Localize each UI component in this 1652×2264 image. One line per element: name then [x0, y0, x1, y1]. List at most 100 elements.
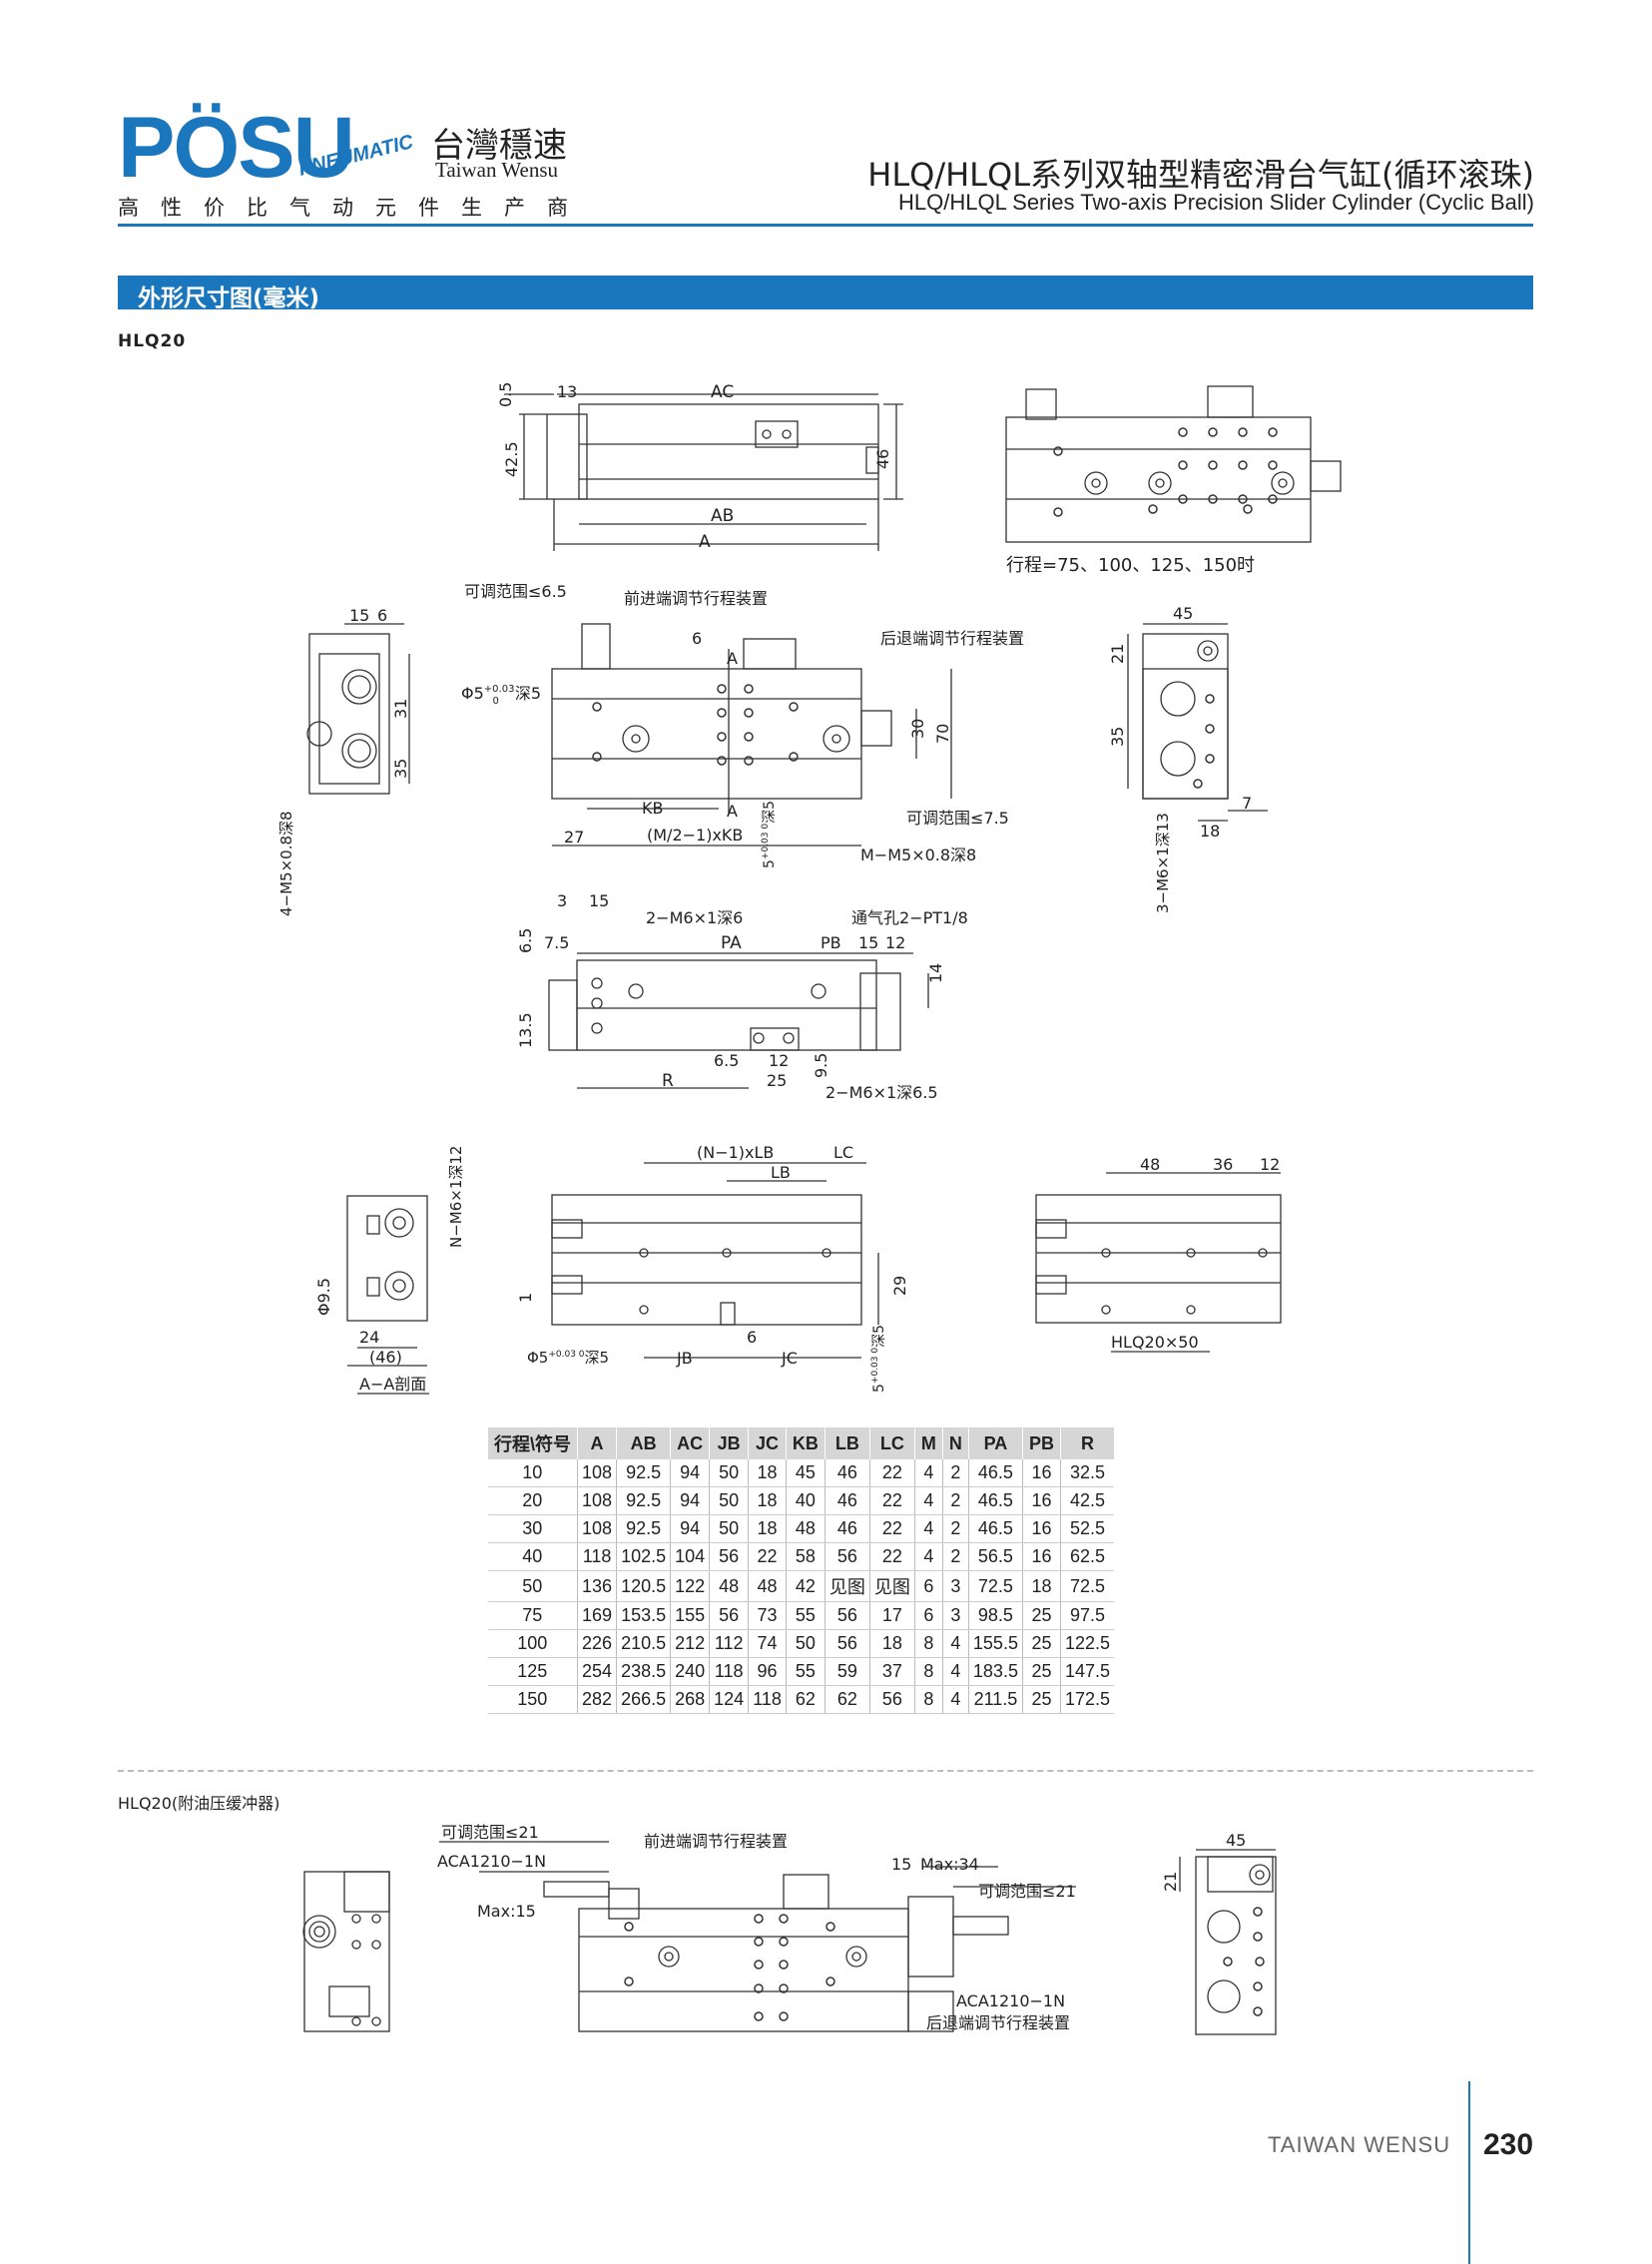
- dim-12-lower: 12: [1260, 1155, 1280, 1174]
- table-cell: 48: [748, 1570, 787, 1602]
- table-cell: 40: [487, 1542, 578, 1571]
- section-mark-a-top: A: [727, 649, 738, 668]
- lower-right-view: 48 36 12 HLQ20×50: [1035, 1155, 1282, 1353]
- page-number: 230: [1483, 2128, 1534, 2161]
- dim-13-5: 13.5: [516, 1012, 535, 1048]
- dim-31: 31: [391, 699, 410, 719]
- dim-48: 48: [1140, 1155, 1160, 1174]
- table-cell: 72.5: [967, 1570, 1023, 1602]
- table-cell: 48: [785, 1514, 826, 1543]
- dim-1: 1: [516, 1293, 535, 1303]
- dim-phi9-5: Φ9.5: [314, 1278, 333, 1316]
- section-heading: 外形尺寸图(毫米): [118, 276, 1533, 311]
- table-cell: 56: [709, 1601, 749, 1630]
- model-size-caption: HLQ20×50: [1111, 1333, 1199, 1352]
- dim-35: 35: [1108, 727, 1127, 747]
- table-header-row: 行程\符号 A AB AC JB JC KB LB LC M N PA PB R: [486, 1427, 1115, 1459]
- table-cell: 56.5: [967, 1542, 1023, 1571]
- table-cell: 4: [913, 1514, 943, 1543]
- table-cell: 118: [748, 1685, 787, 1714]
- dim-jb: JB: [676, 1349, 693, 1368]
- table-cell: 46: [824, 1459, 870, 1487]
- table-cell: 18: [868, 1629, 915, 1658]
- table-cell: 40: [785, 1486, 826, 1515]
- table-cell: 75: [487, 1601, 578, 1630]
- adj-range-21-front: 可调范围≤21: [441, 1823, 539, 1842]
- table-cell: 3: [941, 1570, 969, 1602]
- dim-35: 35: [391, 759, 410, 779]
- table-cell: 124: [709, 1685, 749, 1714]
- table-cell: 50: [709, 1486, 749, 1515]
- vent-port-callout: 通气孔2−PT1/8: [851, 908, 968, 927]
- table-cell: 62: [824, 1685, 870, 1714]
- table-cell: 153.5: [616, 1601, 671, 1630]
- table-cell: 16: [1021, 1459, 1061, 1487]
- dimension-table: 行程\符号 A AB AC JB JC KB LB LC M N PA PB R…: [486, 1427, 1115, 1714]
- table-cell: 226: [577, 1629, 617, 1658]
- dim-6-5b: 6.5: [714, 1051, 739, 1070]
- table-cell: 25: [1021, 1601, 1061, 1630]
- table-cell: 266.5: [616, 1685, 671, 1714]
- table-cell: 212: [670, 1629, 710, 1658]
- company-name-en: Taiwan Wensu: [435, 158, 559, 182]
- footer-divider: [1468, 2081, 1470, 2264]
- table-cell: 18: [748, 1459, 787, 1487]
- table-cell: 238.5: [616, 1657, 671, 1686]
- table-cell: 240: [670, 1657, 710, 1686]
- table-cell: 92.5: [616, 1459, 671, 1487]
- table-cell: 183.5: [967, 1657, 1023, 1686]
- thread-callout-m6-top: 2−M6×1深6: [646, 908, 743, 927]
- header-stroke: 行程\符号: [486, 1427, 578, 1459]
- table-cell: 42.5: [1059, 1486, 1115, 1515]
- section-caption: A−A剖面: [359, 1375, 426, 1394]
- front-view: 可调范围≤6.5 前进端调节行程装置 后退端调节行程装置 6 A A Φ5+0.…: [461, 582, 1024, 868]
- table-cell: 92.5: [616, 1486, 671, 1515]
- table-cell: 56: [709, 1542, 749, 1571]
- table-cell: 4: [941, 1685, 969, 1714]
- dim-46-ref: (46): [369, 1348, 402, 1367]
- table-cell: 25: [1021, 1685, 1061, 1714]
- table-cell: 62: [785, 1685, 826, 1714]
- table-cell: 94: [670, 1514, 710, 1543]
- table-cell: 18: [748, 1514, 787, 1543]
- dim-6: 6: [377, 606, 387, 625]
- section-view-aa: N−M6×1深12 Φ9.5 24 (46) A−A剖面: [314, 1146, 465, 1395]
- table-cell: 4: [913, 1542, 943, 1571]
- table-cell: 22: [868, 1459, 915, 1487]
- slot-depth-callout: 5+0.03 0深5: [761, 801, 778, 868]
- max-15: Max:15: [477, 1902, 536, 1921]
- table-cell: 136: [577, 1570, 617, 1602]
- dim-12: 12: [885, 933, 905, 952]
- table-cell: 32.5: [1059, 1459, 1115, 1487]
- table-cell: 45: [785, 1459, 826, 1487]
- table-cell: 74: [748, 1629, 787, 1658]
- table-cell: 50: [785, 1629, 826, 1658]
- dim-n-lb: (N−1)xLB: [697, 1143, 774, 1162]
- table-cell: 122: [670, 1570, 710, 1602]
- page-title-cn: HLQ/HLQL系列双轴型精密滑台气缸(循环滚珠): [867, 156, 1534, 194]
- dim-15b: 15: [858, 933, 878, 952]
- thread-callout-m5: 4−M5×0.8深8: [277, 811, 295, 916]
- table-cell: 98.5: [967, 1601, 1023, 1630]
- top-view-right: 行程=75、100、125、150时: [1005, 385, 1342, 576]
- header-lc: LC: [868, 1427, 915, 1459]
- header-n: N: [941, 1427, 969, 1459]
- table-cell: 22: [868, 1514, 915, 1543]
- table-cell: 8: [913, 1629, 943, 1658]
- table-cell: 6: [913, 1601, 943, 1630]
- dim-ab: AB: [711, 506, 734, 526]
- table-cell: 55: [785, 1601, 826, 1630]
- buffer-front-adjust-device: 前进端调节行程装置: [644, 1832, 788, 1851]
- table-cell: 97.5: [1059, 1601, 1115, 1630]
- header-r: R: [1059, 1427, 1115, 1459]
- table-cell: 56: [868, 1685, 915, 1714]
- table-cell: 2: [941, 1514, 969, 1543]
- header-jb: JB: [709, 1427, 749, 1459]
- dim-45-buffer: 45: [1226, 1831, 1246, 1850]
- table-cell: 18: [748, 1486, 787, 1515]
